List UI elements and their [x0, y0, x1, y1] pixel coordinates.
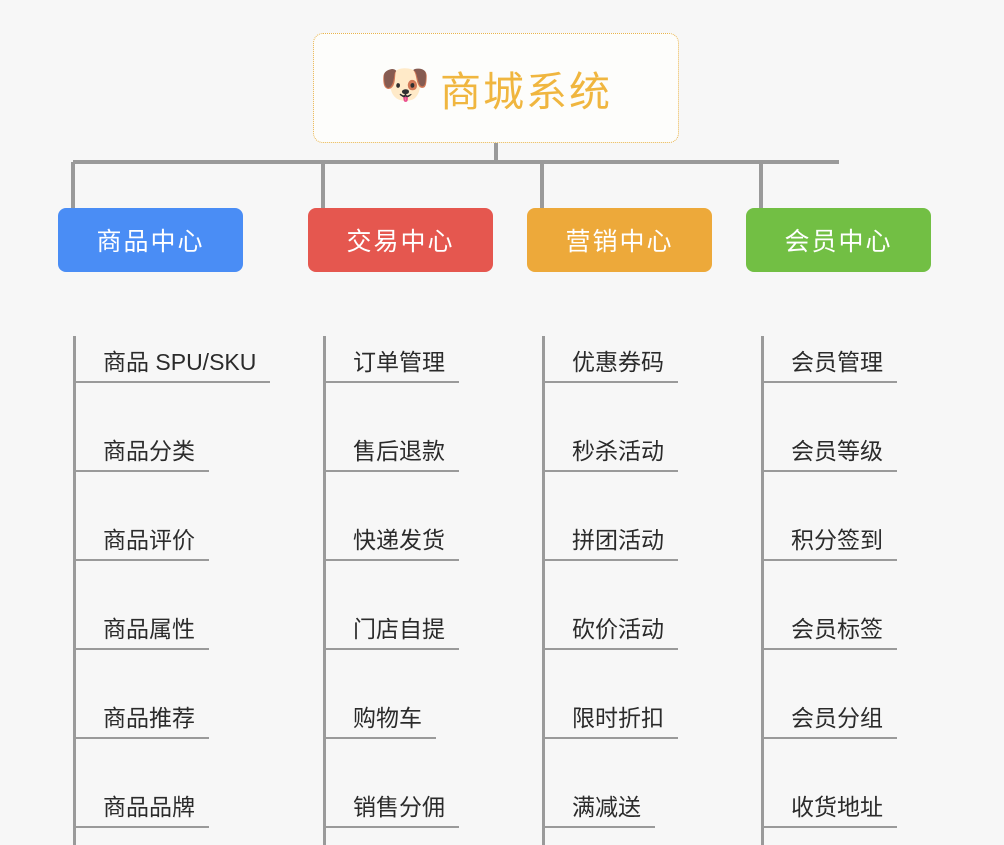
leaf-item[interactable]: 满减送 [527, 739, 712, 828]
leaf-item[interactable]: 积分签到 [746, 472, 931, 561]
leaf-item[interactable]: 商品分类 [58, 383, 270, 472]
branch-header-label: 会员中心 [784, 228, 893, 256]
branch-header-trade-center[interactable]: 交易中心 [308, 208, 493, 272]
branch-商品中心: 商品中心 商品 SPU/SKU 商品分类 商品评价 商品属性 商品推荐 商品品牌 [58, 208, 271, 845]
leaf-label: 商品评价 [73, 527, 209, 561]
leaf-item[interactable]: 会员管理 [746, 294, 931, 383]
leaf-label: 销售分佣 [323, 794, 459, 828]
leaf-item[interactable]: 商品 SPU/SKU [58, 294, 271, 383]
leaf-item[interactable]: 售后退款 [308, 383, 493, 472]
leaf-label: 快递发货 [323, 527, 459, 561]
leaf-label: 售后退款 [323, 438, 459, 472]
leaf-item[interactable]: 拼团活动 [527, 472, 712, 561]
branch-会员中心: 会员中心 会员管理 会员等级 积分签到 会员标签 会员分组 收货地址 [746, 208, 931, 845]
leaf-item[interactable]: 秒杀活动 [527, 383, 712, 472]
leaf-item[interactable]: 会员等级 [746, 383, 931, 472]
branch-item-list: 会员管理 会员等级 积分签到 会员标签 会员分组 收货地址 [746, 272, 931, 845]
branch-item-list: 商品 SPU/SKU 商品分类 商品评价 商品属性 商品推荐 商品品牌 [58, 272, 271, 845]
leaf-label: 限时折扣 [542, 705, 678, 739]
leaf-label: 商品品牌 [73, 794, 209, 828]
leaf-item[interactable]: 销售分佣 [308, 739, 493, 828]
branch-item-list: 优惠券码 秒杀活动 拼团活动 砍价活动 限时折扣 满减送 [527, 272, 712, 845]
leaf-label: 会员分组 [761, 705, 897, 739]
branch-交易中心: 交易中心 订单管理 售后退款 快递发货 门店自提 购物车 销售分佣 [308, 208, 493, 845]
branch-item-list: 订单管理 售后退款 快递发货 门店自提 购物车 销售分佣 [308, 272, 493, 845]
branch-header-marketing-center[interactable]: 营销中心 [527, 208, 712, 272]
leaf-item[interactable]: 限时折扣 [527, 650, 712, 739]
leaf-item[interactable]: 门店自提 [308, 561, 493, 650]
leaf-item[interactable]: 购物车 [308, 650, 493, 739]
leaf-item[interactable]: 商品属性 [58, 561, 270, 650]
leaf-item[interactable]: 会员分组 [746, 650, 931, 739]
leaf-label: 订单管理 [323, 349, 459, 383]
leaf-item[interactable]: 商品推荐 [58, 650, 270, 739]
leaf-item[interactable]: 订单管理 [308, 294, 493, 383]
branch-header-label: 营销中心 [565, 228, 674, 256]
branch-header-product-center[interactable]: 商品中心 [58, 208, 243, 272]
leaf-label: 收货地址 [761, 794, 897, 828]
branch-header-member-center[interactable]: 会员中心 [746, 208, 931, 272]
leaf-item[interactable]: 会员标签 [746, 561, 931, 650]
leaf-label: 会员标签 [761, 616, 897, 650]
leaf-item[interactable]: 收货地址 [746, 739, 931, 828]
leaf-item[interactable]: 优惠券码 [527, 294, 712, 383]
leaf-label: 商品分类 [73, 438, 209, 472]
branch-spine [323, 336, 326, 845]
branch-header-label: 交易中心 [346, 228, 455, 256]
branch-营销中心: 营销中心 优惠券码 秒杀活动 拼团活动 砍价活动 限时折扣 满减送 [527, 208, 712, 845]
leaf-label: 会员等级 [761, 438, 897, 472]
leaf-item[interactable]: 商品评价 [58, 472, 270, 561]
branch-spine [761, 336, 764, 845]
leaf-label: 满减送 [542, 794, 655, 828]
leaf-label: 积分签到 [761, 527, 897, 561]
leaf-item[interactable]: 砍价活动 [527, 561, 712, 650]
leaf-label: 砍价活动 [542, 616, 678, 650]
leaf-label: 优惠券码 [542, 349, 678, 383]
leaf-label: 商品属性 [73, 616, 209, 650]
root-title: 商城系统 [440, 69, 612, 115]
leaf-label: 商品推荐 [73, 705, 209, 739]
root-node[interactable]: 🐶 商城系统 [313, 33, 679, 143]
shiba-dog-icon: 🐶 [380, 63, 430, 107]
leaf-item[interactable]: 商品品牌 [58, 739, 270, 828]
branch-spine [542, 336, 545, 845]
leaf-label: 购物车 [323, 705, 436, 739]
branch-header-label: 商品中心 [96, 228, 205, 256]
leaf-label: 门店自提 [323, 616, 459, 650]
leaf-label: 会员管理 [761, 349, 897, 383]
leaf-label: 拼团活动 [542, 527, 678, 561]
branch-spine [73, 336, 76, 845]
leaf-item[interactable]: 快递发货 [308, 472, 493, 561]
leaf-label: 商品 SPU/SKU [73, 349, 271, 383]
leaf-label: 秒杀活动 [542, 438, 678, 472]
